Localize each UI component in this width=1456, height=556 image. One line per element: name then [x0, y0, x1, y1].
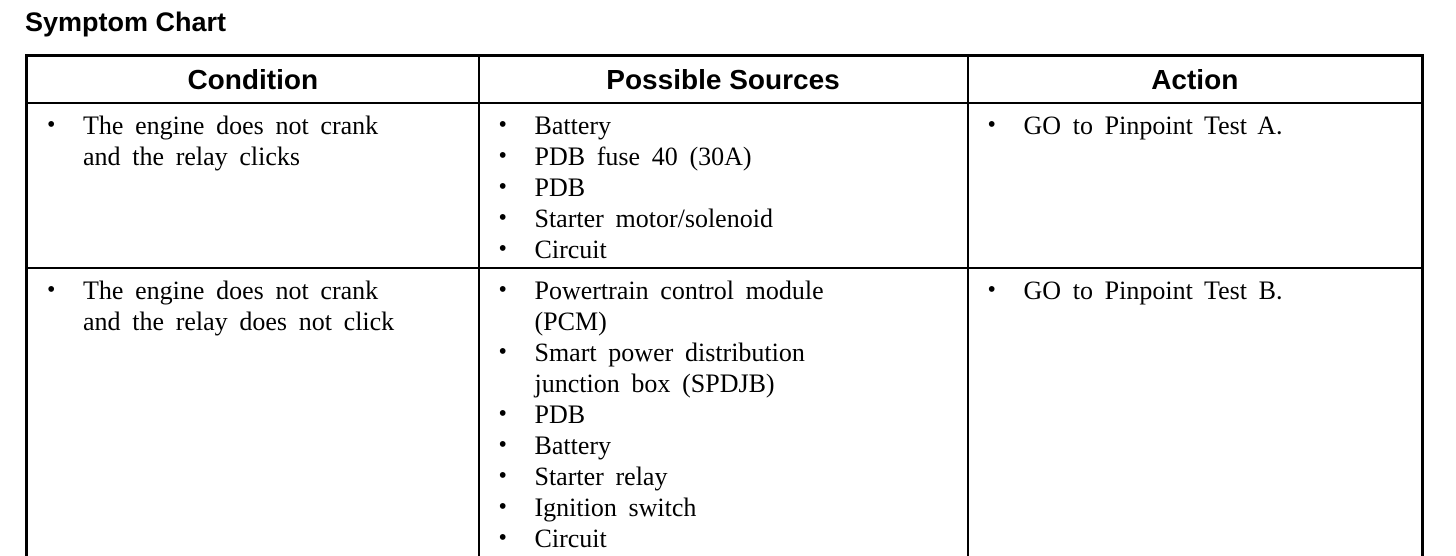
- list-item: • Starter relay: [495, 461, 959, 492]
- action-text-line: GO to Pinpoint Test B.: [1023, 276, 1283, 305]
- list-item: • Ignition switch: [495, 492, 959, 523]
- source-text-line: junction box (SPDJB): [534, 369, 775, 398]
- condition-text-line: and the relay does not click: [83, 307, 395, 336]
- action-cell: • GO to Pinpoint Test A.: [966, 102, 1424, 269]
- bullet-icon: •: [498, 463, 507, 489]
- list-item: • Powertrain control module (PCM): [495, 275, 959, 337]
- source-text-line: Battery: [534, 431, 612, 460]
- header-row: Condition Possible Sources Action: [25, 54, 1424, 104]
- bullet-icon: •: [47, 112, 56, 138]
- source-text-line: PDB fuse 40 (30A): [534, 142, 752, 171]
- source-text-line: Ignition switch: [534, 493, 697, 522]
- bullet-icon: •: [498, 339, 507, 365]
- source-text-line: PDB: [534, 173, 586, 202]
- bullet-icon: •: [498, 432, 507, 458]
- list-item: • GO to Pinpoint Test A.: [984, 110, 1414, 141]
- bullet-icon: •: [498, 401, 507, 427]
- source-text-line: (PCM): [534, 307, 607, 336]
- source-text-line: Starter relay: [534, 462, 668, 491]
- list-item: • The engine does not crank and the rela…: [43, 275, 470, 337]
- bullet-icon: •: [987, 112, 996, 138]
- bullet-icon: •: [987, 277, 996, 303]
- list-item: • Circuit: [495, 234, 959, 265]
- list-item: • Battery: [495, 110, 959, 141]
- condition-text-line: The engine does not crank: [83, 111, 379, 140]
- bullet-icon: •: [498, 205, 507, 231]
- bullet-icon: •: [498, 112, 507, 138]
- source-text-line: Powertrain control module: [534, 276, 824, 305]
- table-row: • The engine does not crank and the rela…: [25, 102, 1424, 269]
- condition-text-line: and the relay clicks: [83, 142, 301, 171]
- bullet-icon: •: [498, 277, 507, 303]
- list-item: • PDB: [495, 399, 959, 430]
- source-text-line: Battery: [534, 111, 612, 140]
- possible-sources-cell: • Powertrain control module (PCM) • Smar…: [477, 267, 969, 556]
- symptom-table: Condition Possible Sources Action • The …: [25, 54, 1424, 556]
- source-text-line: Starter motor/solenoid: [534, 204, 773, 233]
- condition-cell: • The engine does not crank and the rela…: [25, 102, 480, 269]
- source-text-line: PDB: [534, 400, 586, 429]
- condition-text-line: The engine does not crank: [83, 276, 379, 305]
- bullet-icon: •: [498, 525, 507, 551]
- bullet-icon: •: [498, 143, 507, 169]
- list-item: • PDB: [495, 172, 959, 203]
- action-cell: • GO to Pinpoint Test B.: [966, 267, 1424, 556]
- bullet-icon: •: [47, 277, 56, 303]
- col-header-condition: Condition: [25, 54, 480, 104]
- condition-cell: • The engine does not crank and the rela…: [25, 267, 480, 556]
- document-page: Symptom Chart Condition Possible Sources…: [0, 7, 1456, 556]
- list-item: • Battery: [495, 430, 959, 461]
- source-text-line: Circuit: [534, 524, 607, 553]
- bullet-icon: •: [498, 236, 507, 262]
- action-text-line: GO to Pinpoint Test A.: [1023, 111, 1283, 140]
- bullet-icon: •: [498, 174, 507, 200]
- source-text-line: Circuit: [534, 235, 607, 264]
- list-item: • Starter motor/solenoid: [495, 203, 959, 234]
- bullet-icon: •: [498, 494, 507, 520]
- page-title: Symptom Chart: [25, 7, 227, 37]
- list-item: • PDB fuse 40 (30A): [495, 141, 959, 172]
- col-header-action: Action: [966, 54, 1424, 104]
- table-row: • The engine does not crank and the rela…: [25, 267, 1424, 556]
- possible-sources-cell: • Battery • PDB fuse 40 (30A) •: [477, 102, 969, 269]
- list-item: • The engine does not crank and the rela…: [43, 110, 470, 172]
- source-text-line: Smart power distribution: [534, 338, 805, 367]
- col-header-possible-sources: Possible Sources: [477, 54, 969, 104]
- list-item: • Smart power distribution junction box …: [495, 337, 959, 399]
- list-item: • Circuit: [495, 523, 959, 554]
- list-item: • GO to Pinpoint Test B.: [984, 275, 1414, 306]
